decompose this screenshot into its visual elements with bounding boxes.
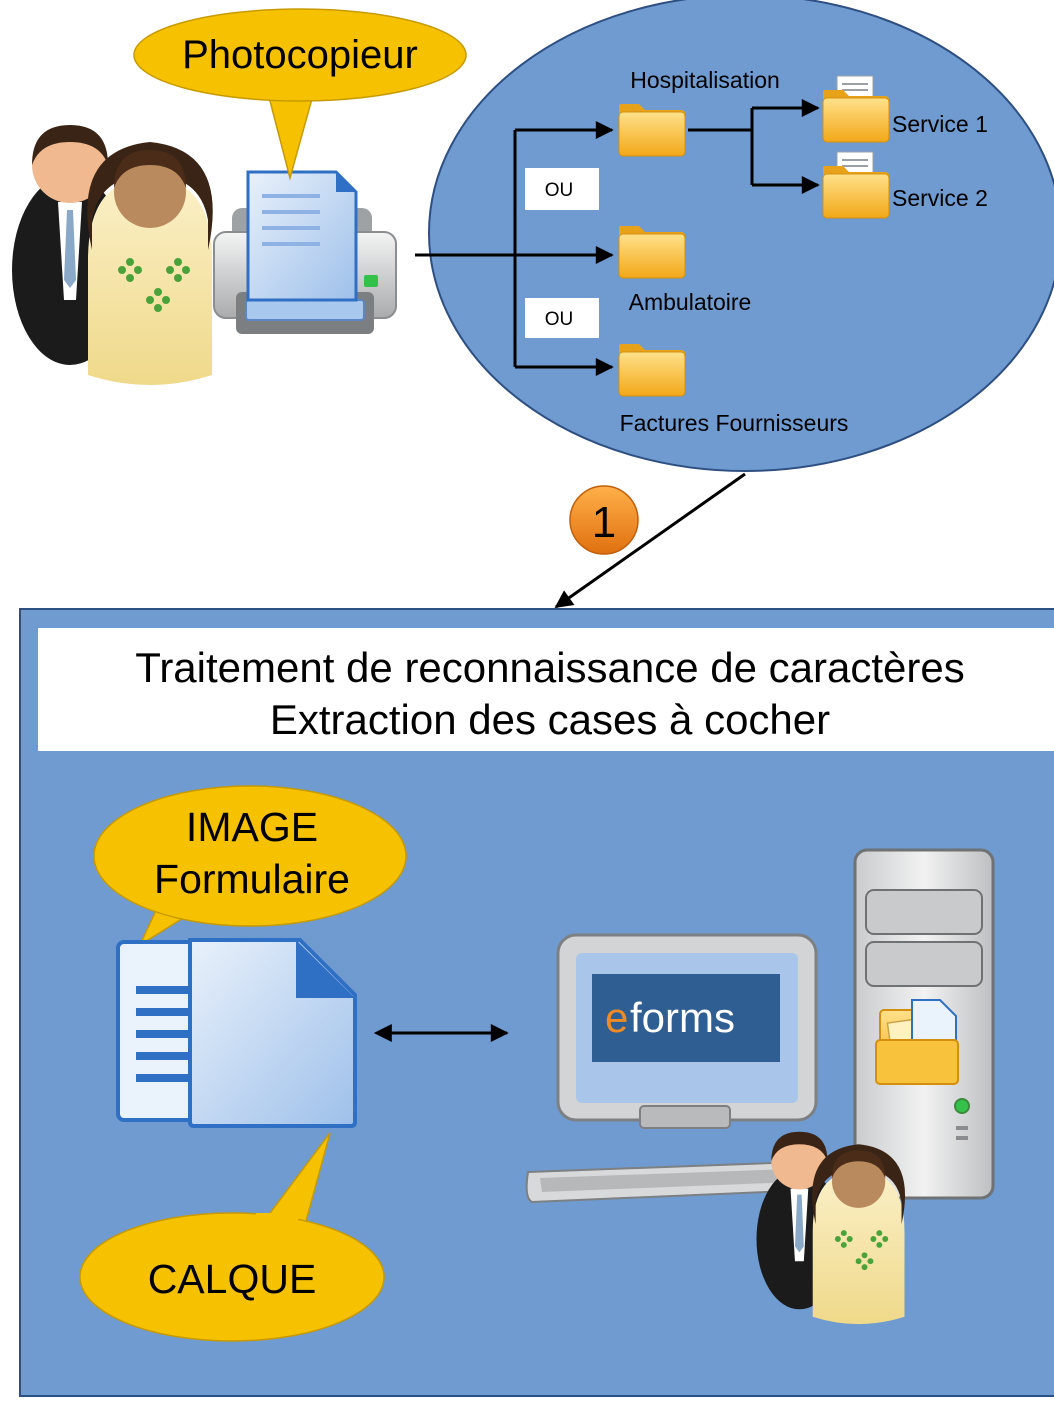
server-tower-icon	[853, 848, 995, 1200]
server-documents-icon	[875, 999, 959, 1085]
processing-title-line1: Traitement de reconnaissance de caractèr…	[135, 644, 965, 691]
users-icon-small	[756, 1131, 906, 1325]
hospitalisation-label: Hospitalisation	[630, 67, 780, 93]
processing-title-box: Traitement de reconnaissance de caractèr…	[38, 628, 1054, 751]
folder-factures-icon	[618, 343, 686, 397]
or-box-2: OU	[525, 298, 599, 338]
photocopier-bubble: Photocopieur	[133, 8, 467, 181]
users-icon	[12, 125, 213, 385]
service1-label: Service 1	[892, 111, 988, 137]
image-form-bubble: IMAGE Formulaire	[93, 785, 407, 947]
document-layers-icon	[116, 938, 357, 1128]
eforms-logo-e: e	[605, 994, 628, 1041]
image-bubble-line2: Formulaire	[154, 856, 350, 902]
folder-ambulatoire-icon	[618, 225, 686, 279]
folder-hospitalisation-icon	[618, 103, 686, 157]
or-label-2: OU	[545, 309, 574, 330]
step-number: 1	[592, 498, 616, 547]
factures-label: Factures Fournisseurs	[620, 410, 849, 436]
processing-title-line2: Extraction des cases à cocher	[270, 696, 830, 743]
routing-ellipse	[428, 0, 1054, 472]
calque-label: CALQUE	[148, 1256, 317, 1302]
eforms-logo-text: forms	[630, 994, 735, 1041]
service2-label: Service 2	[892, 185, 988, 211]
computer-icon: e forms	[525, 933, 818, 1204]
ambulatoire-label: Ambulatoire	[629, 289, 752, 315]
image-bubble-line1: IMAGE	[186, 804, 318, 850]
calque-bubble: CALQUE	[79, 1132, 385, 1342]
photocopier-label: Photocopieur	[182, 33, 418, 77]
step-badge: 1	[569, 485, 639, 555]
step-arrow	[554, 472, 746, 609]
eforms-logo: e forms	[592, 974, 780, 1062]
printer-icon	[213, 170, 397, 334]
or-box-1: OU	[525, 168, 599, 210]
or-label-1: OU	[545, 180, 574, 201]
routing-connectors	[415, 99, 820, 376]
